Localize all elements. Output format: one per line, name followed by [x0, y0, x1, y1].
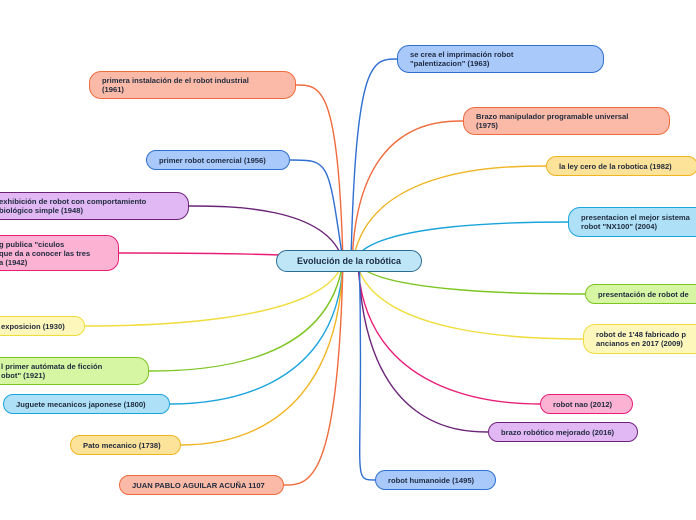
topic-exposicion[interactable]: exposicion (1930) [0, 316, 85, 336]
topic-juguete-japones[interactable]: Juguete mecanicos japonese (1800) [3, 394, 170, 414]
connector-l5 [148, 260, 344, 372]
central-topic[interactable]: Evolución de la robótica [276, 250, 422, 272]
topic-ley-cero[interactable]: la ley cero de la robotica (1982) [546, 156, 696, 176]
topic-publica-circulos[interactable]: g publica "ciculos que da a conocer las … [0, 235, 119, 271]
connector-l6 [169, 260, 344, 405]
connector-r8 [358, 260, 376, 481]
connector-r6 [357, 260, 541, 405]
topic-robot-ancianos[interactable]: robot de 1'48 fabricado p ancianos en 20… [583, 324, 696, 354]
topic-primer-robot-comercial[interactable]: primer robot comercial (1956) [146, 150, 290, 170]
topic-brazo-manipulador[interactable]: Brazo manipulador programable universal … [463, 107, 670, 135]
topic-imprimacion-robot[interactable]: se crea el imprimación robot "palentizac… [397, 45, 604, 73]
connector-l0 [295, 84, 344, 262]
topic-brazo-robotico[interactable]: brazo robótico mejorado (2016) [488, 422, 638, 442]
topic-robot-nao[interactable]: robot nao (2012) [540, 394, 633, 414]
connector-l8 [283, 260, 344, 486]
topic-robot-humanoide[interactable]: robot humanoide (1495) [375, 470, 496, 490]
topic-exhibicion-robot[interactable]: exhibición de robot con comportamiento b… [0, 192, 189, 220]
connector-l4 [84, 260, 344, 327]
topic-autor[interactable]: JUAN PABLO AGUILAR ACUÑA 1107 [119, 475, 284, 495]
connector-r5 [355, 260, 584, 340]
connector-l2 [188, 205, 344, 262]
topic-presentacion-robot[interactable]: presentación de robot de [585, 284, 696, 304]
topic-sistema-nx100[interactable]: presentacion el mejor sistema robot "NX1… [568, 207, 696, 237]
connector-r3 [353, 221, 569, 262]
topic-automata-ficcion[interactable]: l primer autómata de ficción obot" (1921… [0, 357, 149, 385]
topic-instalacion-robot-industrial[interactable]: primera instalación de el robot industri… [89, 71, 296, 99]
connector-r2 [352, 165, 547, 262]
topic-pato-mecanico[interactable]: Pato mecanico (1738) [70, 435, 181, 455]
connector-r0 [350, 58, 398, 262]
connector-r7 [357, 260, 489, 433]
connector-r1 [351, 120, 464, 262]
connector-l1 [289, 159, 344, 262]
connector-l7 [180, 260, 344, 446]
